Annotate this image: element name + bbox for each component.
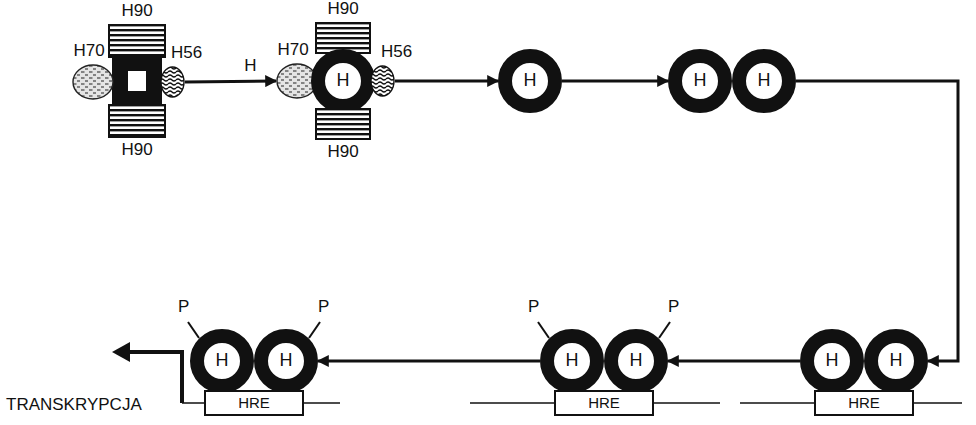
hormone-label: H xyxy=(216,351,229,371)
receptor-node: H xyxy=(498,49,562,113)
receptor-ring xyxy=(261,336,311,386)
receptor-node: H xyxy=(732,49,796,113)
hormone-label: H xyxy=(566,351,579,371)
hsp90-block xyxy=(316,23,370,53)
flow-arrow xyxy=(668,360,800,363)
receptor-node: H xyxy=(668,49,732,113)
protein-label: H90 xyxy=(327,143,358,162)
receptor-node: H xyxy=(540,329,604,393)
hormone-label: H xyxy=(524,71,537,91)
chaperone-node: H90 xyxy=(108,104,166,138)
receptor-core xyxy=(112,55,162,107)
protein-label: H56 xyxy=(381,43,412,62)
receptor-pocket xyxy=(128,71,146,91)
receptor-node: H xyxy=(311,49,375,113)
flow-arrow xyxy=(185,81,276,82)
protein-label: H70 xyxy=(73,42,104,61)
process-label: TRANSKRYPCJA xyxy=(6,396,142,415)
waves-shape xyxy=(370,65,395,97)
hre-box xyxy=(815,391,913,415)
element-label: HRE xyxy=(848,395,880,412)
receptor-ring xyxy=(318,56,368,106)
receptor-ring xyxy=(807,336,857,386)
hsp56-oval xyxy=(161,67,184,97)
receptor-ring xyxy=(739,56,789,106)
hormone-label: H xyxy=(694,71,707,91)
hormone-label: H xyxy=(890,351,903,371)
chaperone-node: H70 xyxy=(72,64,114,100)
transcription-arrowhead xyxy=(112,342,130,362)
protein-label: H90 xyxy=(121,2,152,21)
phosphate-stick xyxy=(659,322,670,338)
protein-label: H56 xyxy=(171,44,202,63)
hre-box xyxy=(205,391,303,415)
hormone-label: H xyxy=(630,351,643,371)
protein-label: H90 xyxy=(327,0,358,19)
receptor-ring xyxy=(197,336,247,386)
chaperone-node: H90 xyxy=(108,24,166,58)
flow-arrow xyxy=(796,81,958,361)
stripes-shape xyxy=(108,104,166,138)
hre-node: HRE xyxy=(814,390,914,416)
protein-label: H90 xyxy=(121,141,152,160)
hre-node: HRE xyxy=(204,390,304,416)
hormone-label: H xyxy=(280,351,293,371)
edge-label: H xyxy=(242,57,258,76)
phosphate-stick xyxy=(309,322,320,338)
phosphate-label: P xyxy=(528,298,539,317)
flow-arrow xyxy=(562,80,668,83)
chaperone-node: H90 xyxy=(315,108,371,140)
chaperone-node: H56 xyxy=(370,65,395,97)
stripes-shape xyxy=(315,108,371,140)
flow-arrow xyxy=(395,80,498,83)
receptor-node: H xyxy=(190,329,254,393)
receptor-node: H xyxy=(254,329,318,393)
hormone-label: H xyxy=(758,71,771,91)
receptor-ring xyxy=(611,336,661,386)
flow-arrow xyxy=(318,360,540,363)
dots-shape xyxy=(72,64,114,100)
hre-box xyxy=(555,391,653,415)
phosphate-label: P xyxy=(318,298,329,317)
phosphate-stick xyxy=(188,322,199,338)
hsp90-block xyxy=(109,105,165,137)
hsp90-block xyxy=(109,25,165,57)
element-label: HRE xyxy=(238,395,270,412)
hre-node: HRE xyxy=(554,390,654,416)
receptor-ring xyxy=(675,56,725,106)
element-label: HRE xyxy=(588,395,620,412)
chaperone-node: H56 xyxy=(160,66,185,98)
stripes-shape xyxy=(108,24,166,58)
phosphate-label: P xyxy=(668,298,679,317)
hsp90-block xyxy=(316,109,370,139)
phosphate-label: P xyxy=(178,298,189,317)
receptor-ring xyxy=(547,336,597,386)
phosphate-stick xyxy=(538,322,549,338)
protein-label: H70 xyxy=(277,41,308,60)
hormone-label: H xyxy=(337,71,350,91)
receptor-ring xyxy=(871,336,921,386)
hsp70-oval xyxy=(73,65,113,99)
receptor-node: H xyxy=(604,329,668,393)
receptor-ring xyxy=(505,56,555,106)
hormone-label: H xyxy=(826,351,839,371)
waves-shape xyxy=(160,66,185,98)
hsp56-oval xyxy=(371,66,394,96)
receptor-node: H xyxy=(864,329,928,393)
receptor-node: H xyxy=(800,329,864,393)
